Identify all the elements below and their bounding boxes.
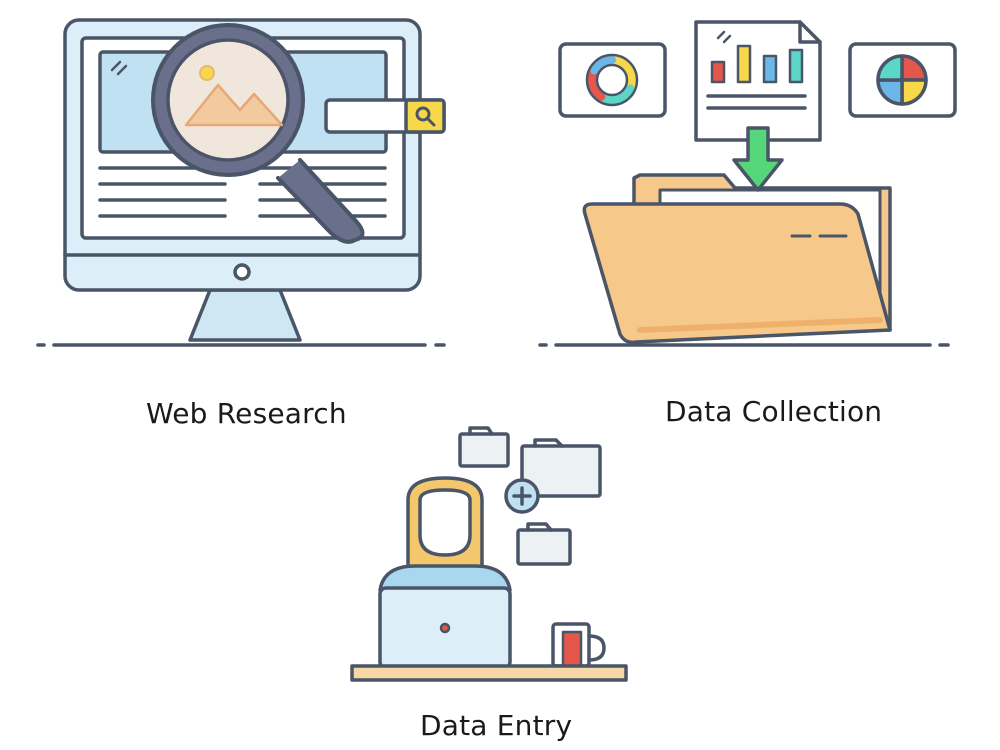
add-folder-icon <box>458 426 602 566</box>
laptop-icon <box>378 586 512 670</box>
mug-icon <box>551 622 606 668</box>
document-chart-icon <box>694 20 822 142</box>
donut-chart-icon <box>558 42 667 118</box>
caption-web-research: Web Research <box>146 397 347 430</box>
person-icon <box>378 476 512 592</box>
search-bar-icon <box>324 98 446 134</box>
folder-front <box>582 202 892 345</box>
caption-data-collection: Data Collection <box>665 395 883 428</box>
magnifier-icon <box>151 23 365 244</box>
desk <box>350 664 628 682</box>
pie-chart-icon <box>848 42 957 118</box>
caption-data-entry: Data Entry <box>420 709 573 742</box>
download-arrow-icon <box>732 126 784 192</box>
